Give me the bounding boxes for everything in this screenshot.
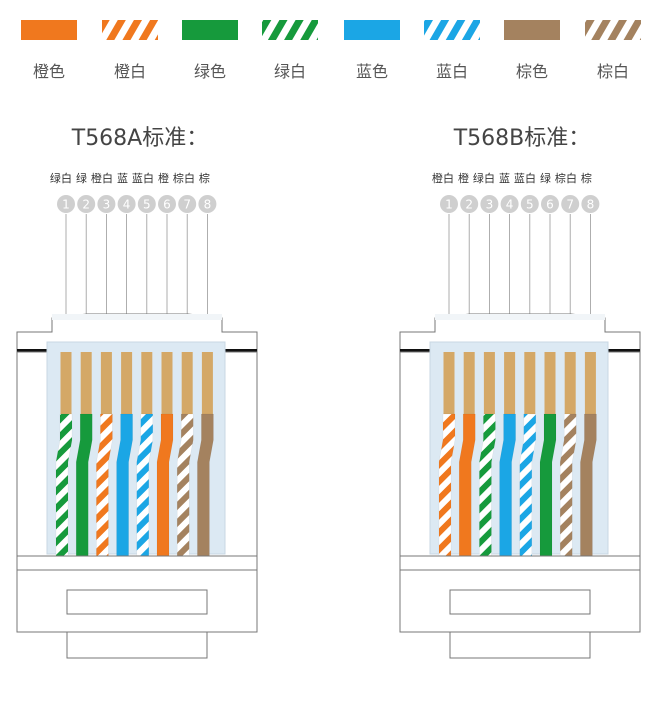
t568a-wire-contact xyxy=(121,352,133,414)
t568a-pin-circle xyxy=(77,195,96,213)
t568a-cable-stub xyxy=(66,631,208,659)
t568b-pin-number: 1 xyxy=(445,198,453,212)
t568a-wire-contact xyxy=(80,352,92,414)
t568a-pin-circle xyxy=(158,195,176,213)
t568a-pin-number: 8 xyxy=(204,198,212,212)
t568a-pin-circle xyxy=(57,195,75,213)
t568b-pin-circle xyxy=(581,195,600,213)
t568b-plug-ridge xyxy=(435,314,605,320)
t568a-wire-contact xyxy=(100,352,112,414)
legend-swatch-green xyxy=(182,20,238,40)
t568a-pin-number: 2 xyxy=(82,198,90,212)
t568a-pin-circle xyxy=(97,195,116,213)
t568a-pin-number: 7 xyxy=(183,198,191,212)
legend-label-blue: 蓝色 xyxy=(355,62,388,81)
t568a-wire-contact xyxy=(60,352,72,414)
t568b-wire-contact xyxy=(443,352,455,414)
legend-label-orange-white: 橙白 xyxy=(113,62,146,81)
t568a-pin-circle xyxy=(137,195,156,213)
t568a-latch-left xyxy=(17,349,55,353)
t568b-title: T568B标准： xyxy=(453,126,591,151)
t568b-latch-right xyxy=(603,349,640,353)
t568a-pin-number: 1 xyxy=(62,198,70,212)
t568b-plug-band xyxy=(399,555,641,571)
legend-swatch-brown xyxy=(504,20,560,40)
legend-label-orange: 橙色 xyxy=(32,62,65,81)
t568a-pin-circle xyxy=(198,195,217,213)
t568a-pin-number: 4 xyxy=(123,198,131,212)
legend-label-blue-white: 蓝白 xyxy=(435,62,468,81)
legend-swatch-orange xyxy=(21,20,77,40)
t568b-pin-circle xyxy=(561,195,580,213)
t568a-plug-ridge xyxy=(52,314,222,320)
t568b-wire-contact xyxy=(483,352,495,414)
t568b-pin-circle xyxy=(460,195,479,213)
t568b-cable-stub xyxy=(449,631,591,659)
t568b-pin-number: 2 xyxy=(465,198,473,212)
t568b-pin-number: 3 xyxy=(486,198,494,212)
t568b-wire-contact xyxy=(544,352,556,414)
t568b-pin-circle xyxy=(541,195,559,213)
t568a-wire-contact xyxy=(201,352,213,414)
t568b-pin-number: 6 xyxy=(546,198,554,212)
t568b-pin-number: 7 xyxy=(566,198,574,212)
t568a-wire-contact xyxy=(181,352,193,414)
legend-label-green-white: 绿白 xyxy=(273,62,306,81)
t568a-wire-contact xyxy=(141,352,153,414)
legend-label-brown: 棕色 xyxy=(515,62,548,81)
legend-label-green: 绿色 xyxy=(193,62,226,81)
t568a-pin-circle xyxy=(117,195,136,213)
t568a-pin-names: 绿白 绿 橙白 蓝 蓝白 橙 棕白 棕 xyxy=(49,172,211,185)
t568b-latch-left xyxy=(400,349,438,353)
t568b-pin-number: 4 xyxy=(506,198,514,212)
t568b-wire-contact xyxy=(584,352,596,414)
t568b-pin-number: 8 xyxy=(587,198,595,212)
t568a-pin-number: 3 xyxy=(103,198,111,212)
t568a-plug-band xyxy=(16,555,258,571)
t568b-pin-circle xyxy=(520,195,539,213)
t568a-wire-contact xyxy=(161,352,173,414)
t568a-latch-right xyxy=(220,349,257,353)
t568b-wire-contact xyxy=(463,352,475,414)
t568b-pin-names: 橙白 橙 绿白 蓝 蓝白 绿 棕白 棕 xyxy=(431,172,593,185)
legend-swatches xyxy=(21,20,641,40)
t568b-pin-circle xyxy=(480,195,499,213)
t568b-pin-circle xyxy=(500,195,519,213)
t568b-wire-contact xyxy=(504,352,516,414)
t568a-pin-circle xyxy=(178,195,197,213)
legend-swatch-orange-white xyxy=(102,20,158,40)
t568a-pin-number: 5 xyxy=(143,198,151,212)
legend-swatch-blue-white xyxy=(424,20,480,40)
t568a-pin-number: 6 xyxy=(163,198,171,212)
legend-swatch-green-white xyxy=(262,20,318,40)
t568b-pin-circle xyxy=(440,195,458,213)
legend-swatch-brown-white xyxy=(585,20,641,40)
t568a-boot-window xyxy=(66,589,208,615)
t568b-boot-window xyxy=(449,589,591,615)
t568b-wire-contact xyxy=(564,352,576,414)
t568a-title: T568A标准： xyxy=(71,126,209,151)
t568b-wire-contact xyxy=(524,352,536,414)
legend-swatch-blue xyxy=(344,20,400,40)
t568b-pin-number: 5 xyxy=(526,198,534,212)
legend-label-brown-white: 棕白 xyxy=(596,62,629,81)
